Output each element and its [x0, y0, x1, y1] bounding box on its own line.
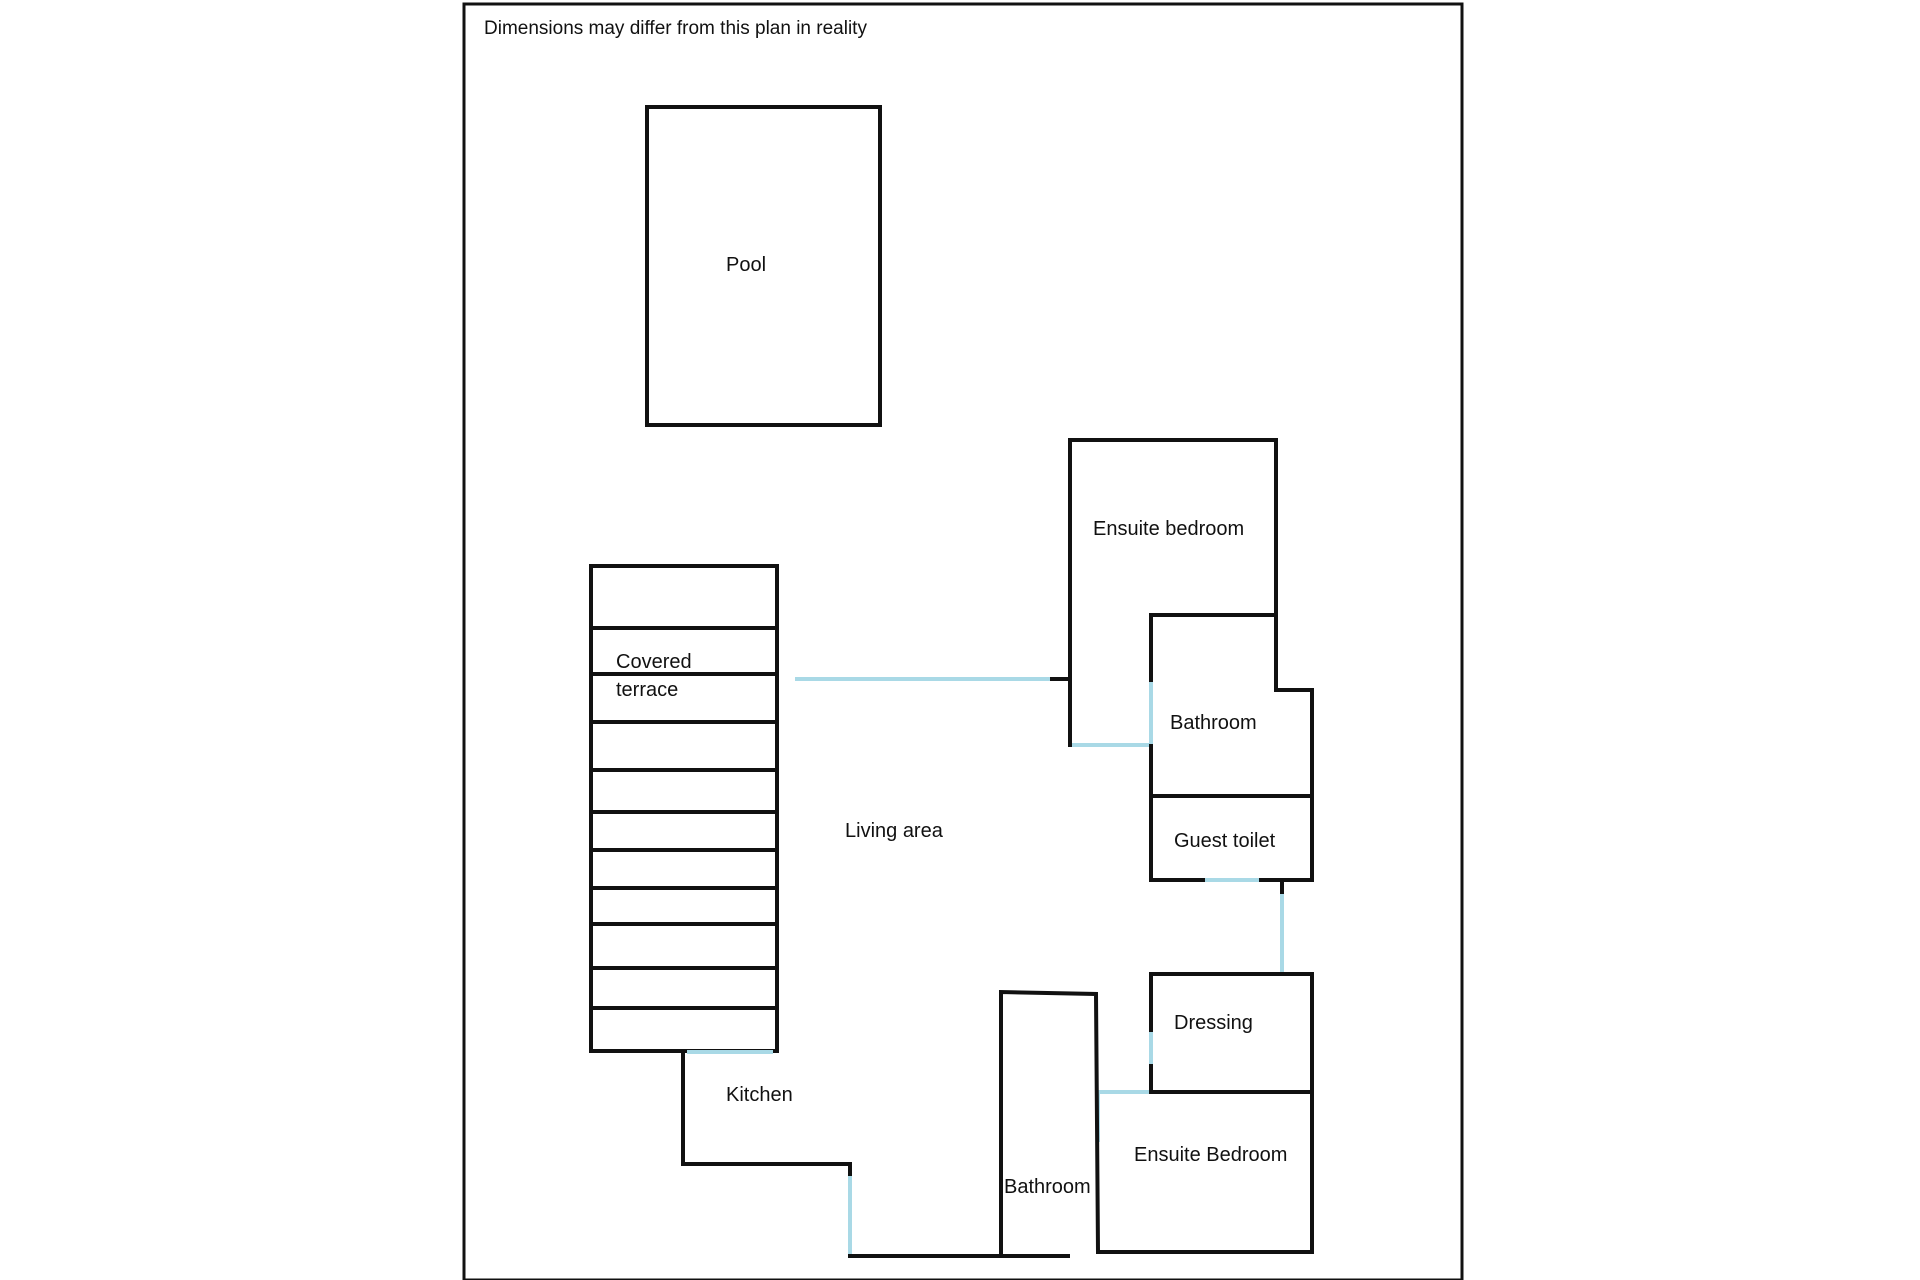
- room-label-bathroom-bottom: Bathroom: [1004, 1176, 1091, 1198]
- page-frame: [462, 2, 1464, 1280]
- kitchen-walls: [681, 1049, 1070, 1258]
- pool-outline: [645, 105, 882, 427]
- room-label-pool: Pool: [726, 254, 767, 276]
- room-label-dressing: Dressing: [1174, 1012, 1253, 1034]
- room-label-guest-toilet: Guest toilet: [1174, 830, 1276, 852]
- ensuite-bedroom-bottom-walls: [1096, 1090, 1314, 1254]
- room-label-ensuite-bedroom-bottom: Ensuite Bedroom: [1134, 1144, 1288, 1166]
- dimensions-notice: Dimensions may differ from this plan in …: [484, 18, 867, 39]
- room-label-bathroom-right: Bathroom: [1170, 712, 1257, 734]
- room-label-living-area: Living area: [845, 820, 943, 842]
- room-label-covered-terrace: Covered terrace: [616, 651, 692, 701]
- ensuite-bedroom-top-walls: [1068, 438, 1314, 882]
- room-label-kitchen: Kitchen: [726, 1084, 793, 1106]
- bathroom-right-walls: [1149, 613, 1314, 798]
- bathroom-bottom-walls: [999, 989, 1101, 1255]
- guest-toilet-walls: [1149, 794, 1314, 882]
- room-label-ensuite-bedroom-top: Ensuite bedroom: [1093, 518, 1245, 540]
- covered-terrace-outline: [589, 564, 779, 1053]
- dressing-walls: [1098, 972, 1314, 1094]
